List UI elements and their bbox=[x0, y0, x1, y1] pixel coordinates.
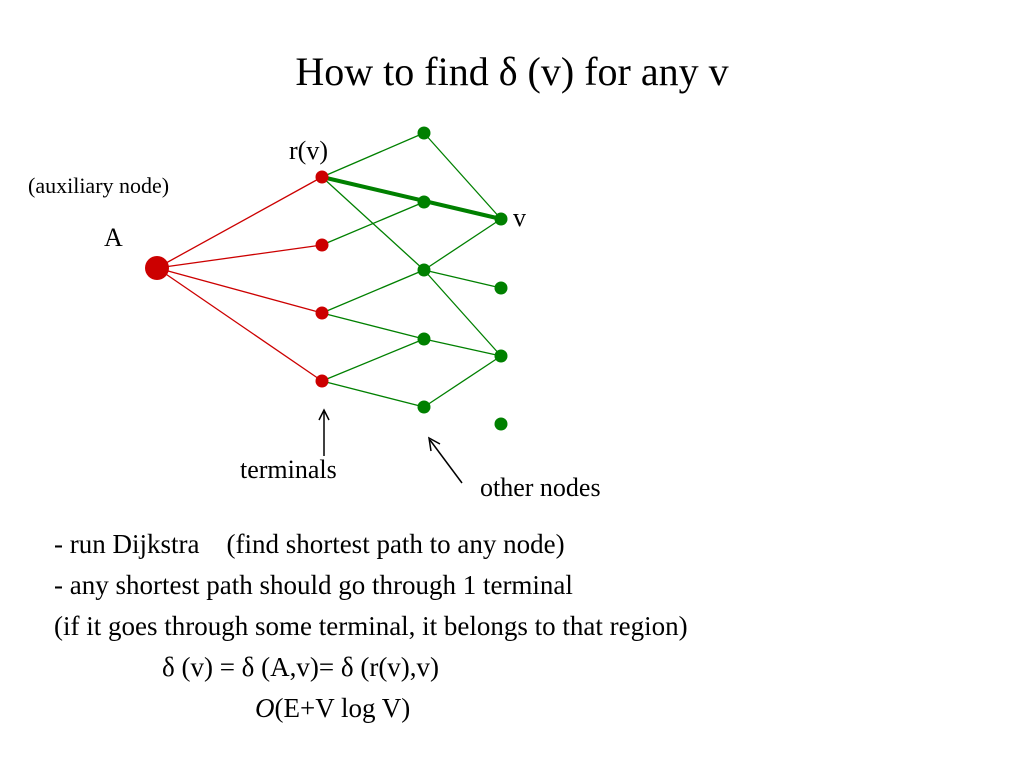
other-node bbox=[494, 281, 508, 295]
terminal-node bbox=[315, 374, 329, 388]
edge bbox=[321, 380, 425, 408]
edge-a-t1 bbox=[156, 176, 323, 269]
edge bbox=[321, 132, 425, 178]
slide-title: How to find δ (v) for any v bbox=[295, 49, 729, 94]
label-terminals: terminals bbox=[240, 455, 337, 484]
edge-a-t2 bbox=[156, 244, 323, 269]
other-node bbox=[494, 349, 508, 363]
other-node bbox=[417, 126, 431, 140]
other-node bbox=[494, 417, 508, 431]
line-shortest-path: - any shortest path should go through 1 … bbox=[54, 570, 573, 600]
terminal-node bbox=[315, 238, 329, 252]
other-node bbox=[417, 332, 431, 346]
auxiliary-node-a bbox=[145, 256, 169, 280]
terminals-arrow bbox=[318, 408, 330, 456]
terminal-nodes bbox=[315, 170, 329, 388]
label-v: v bbox=[513, 203, 526, 232]
line-region: (if it goes through some terminal, it be… bbox=[54, 611, 688, 641]
edge bbox=[321, 338, 425, 382]
graph-edges bbox=[321, 132, 502, 408]
label-a: A bbox=[104, 223, 123, 252]
edge bbox=[423, 269, 502, 289]
terminal-node bbox=[315, 170, 329, 184]
edge bbox=[321, 269, 425, 314]
other-nodes bbox=[417, 126, 508, 431]
edge bbox=[321, 201, 425, 246]
line-delta-equation: δ (v) = δ (A,v)= δ (r(v),v) bbox=[162, 652, 440, 682]
line-run-dijkstra: - run Dijkstra (find shortest path to an… bbox=[54, 529, 565, 559]
terminal-node bbox=[315, 306, 329, 320]
complexity-rest: (E+V log V) bbox=[274, 693, 411, 723]
label-other-nodes: other nodes bbox=[480, 473, 601, 502]
other-node bbox=[417, 400, 431, 414]
other-node bbox=[417, 195, 431, 209]
label-r-of-v: r(v) bbox=[289, 136, 328, 165]
highlighted-path bbox=[321, 175, 502, 221]
body-text: - run Dijkstra (find shortest path to an… bbox=[54, 524, 688, 729]
other-node bbox=[417, 263, 431, 277]
line-complexity: O(E+V log V) bbox=[54, 688, 688, 729]
edge bbox=[423, 132, 502, 220]
edge bbox=[321, 312, 425, 340]
edge bbox=[423, 355, 502, 408]
edge-a-t4 bbox=[156, 267, 323, 382]
edge bbox=[423, 338, 502, 357]
other-nodes-arrow bbox=[428, 436, 463, 484]
edge bbox=[423, 269, 502, 357]
node-v bbox=[494, 212, 508, 226]
auxiliary-edges bbox=[156, 176, 323, 382]
big-o: O bbox=[255, 693, 275, 723]
edge bbox=[423, 218, 502, 271]
edge-a-t3 bbox=[156, 267, 323, 314]
label-auxiliary-node: (auxiliary node) bbox=[28, 173, 170, 198]
